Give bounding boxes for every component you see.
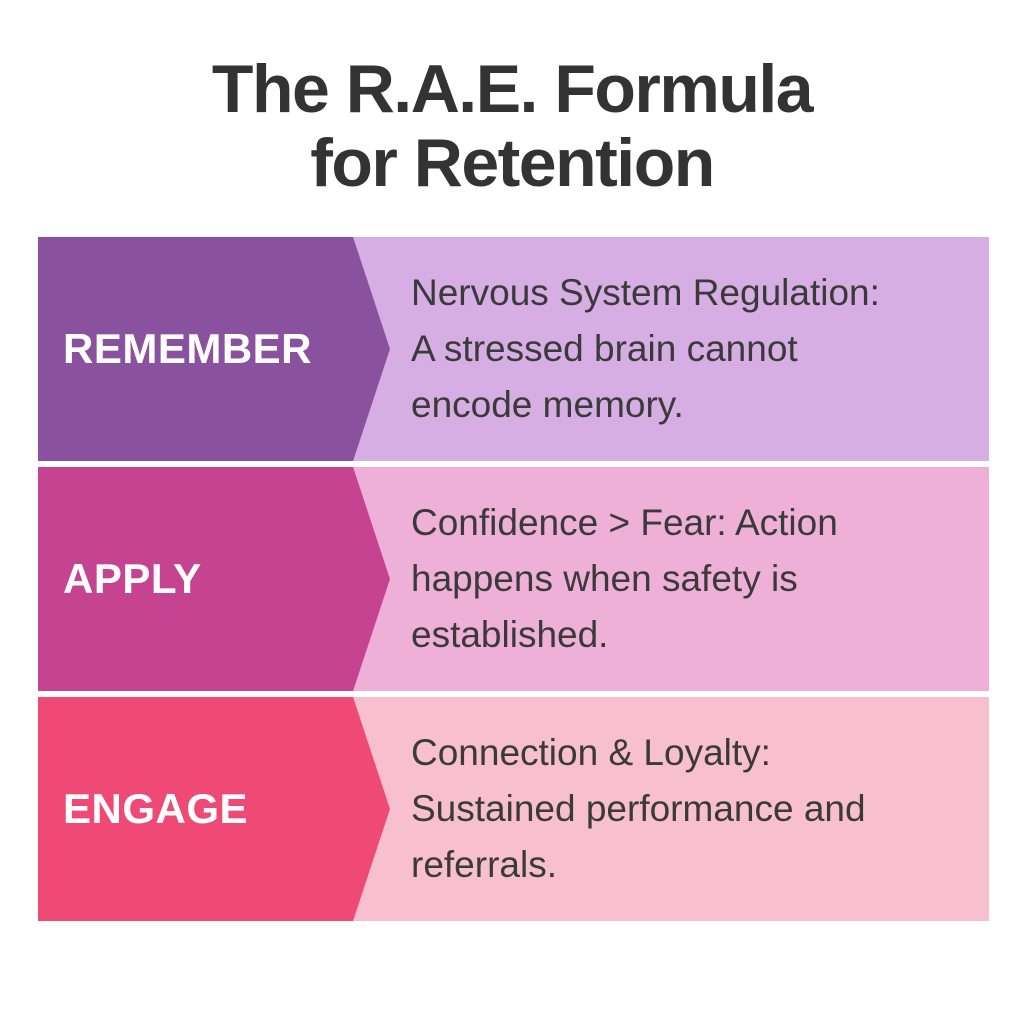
remember-description: Nervous System Regulation: A stressed br…: [353, 265, 900, 433]
row-apply: Confidence > Fear: Action happens when s…: [38, 467, 989, 691]
engage-description-panel: Connection & Loyalty: Sustained performa…: [353, 697, 989, 921]
engage-arrow-block: ENGAGE: [38, 697, 390, 921]
description-line: referrals.: [411, 844, 557, 885]
apply-arrow-block: APPLY: [38, 467, 390, 691]
engage-description: Connection & Loyalty: Sustained performa…: [353, 725, 886, 893]
remember-description-panel: Nervous System Regulation: A stressed br…: [353, 237, 989, 461]
engage-label: ENGAGE: [63, 785, 249, 832]
row-engage: Connection & Loyalty: Sustained performa…: [38, 697, 989, 921]
apply-description: Confidence > Fear: Action happens when s…: [353, 495, 858, 663]
title-line-2: for Retention: [310, 125, 715, 201]
description-line: happens when safety is: [411, 558, 798, 599]
page-title: The R.A.E. Formula for Retention: [0, 52, 1024, 200]
row-remember: Nervous System Regulation: A stressed br…: [38, 237, 989, 461]
description-line: established.: [411, 614, 609, 655]
apply-label: APPLY: [63, 555, 202, 602]
description-line: Confidence > Fear: Action: [411, 502, 838, 543]
description-line: Nervous System Regulation:: [411, 272, 880, 313]
title-line-1: The R.A.E. Formula: [211, 51, 814, 127]
apply-description-panel: Confidence > Fear: Action happens when s…: [353, 467, 989, 691]
description-line: A stressed brain cannot: [411, 328, 798, 369]
remember-arrow-block: REMEMBER: [38, 237, 390, 461]
description-line: Connection & Loyalty:: [411, 732, 771, 773]
remember-label: REMEMBER: [63, 325, 313, 372]
description-line: Sustained performance and: [411, 788, 866, 829]
description-line: encode memory.: [411, 384, 684, 425]
